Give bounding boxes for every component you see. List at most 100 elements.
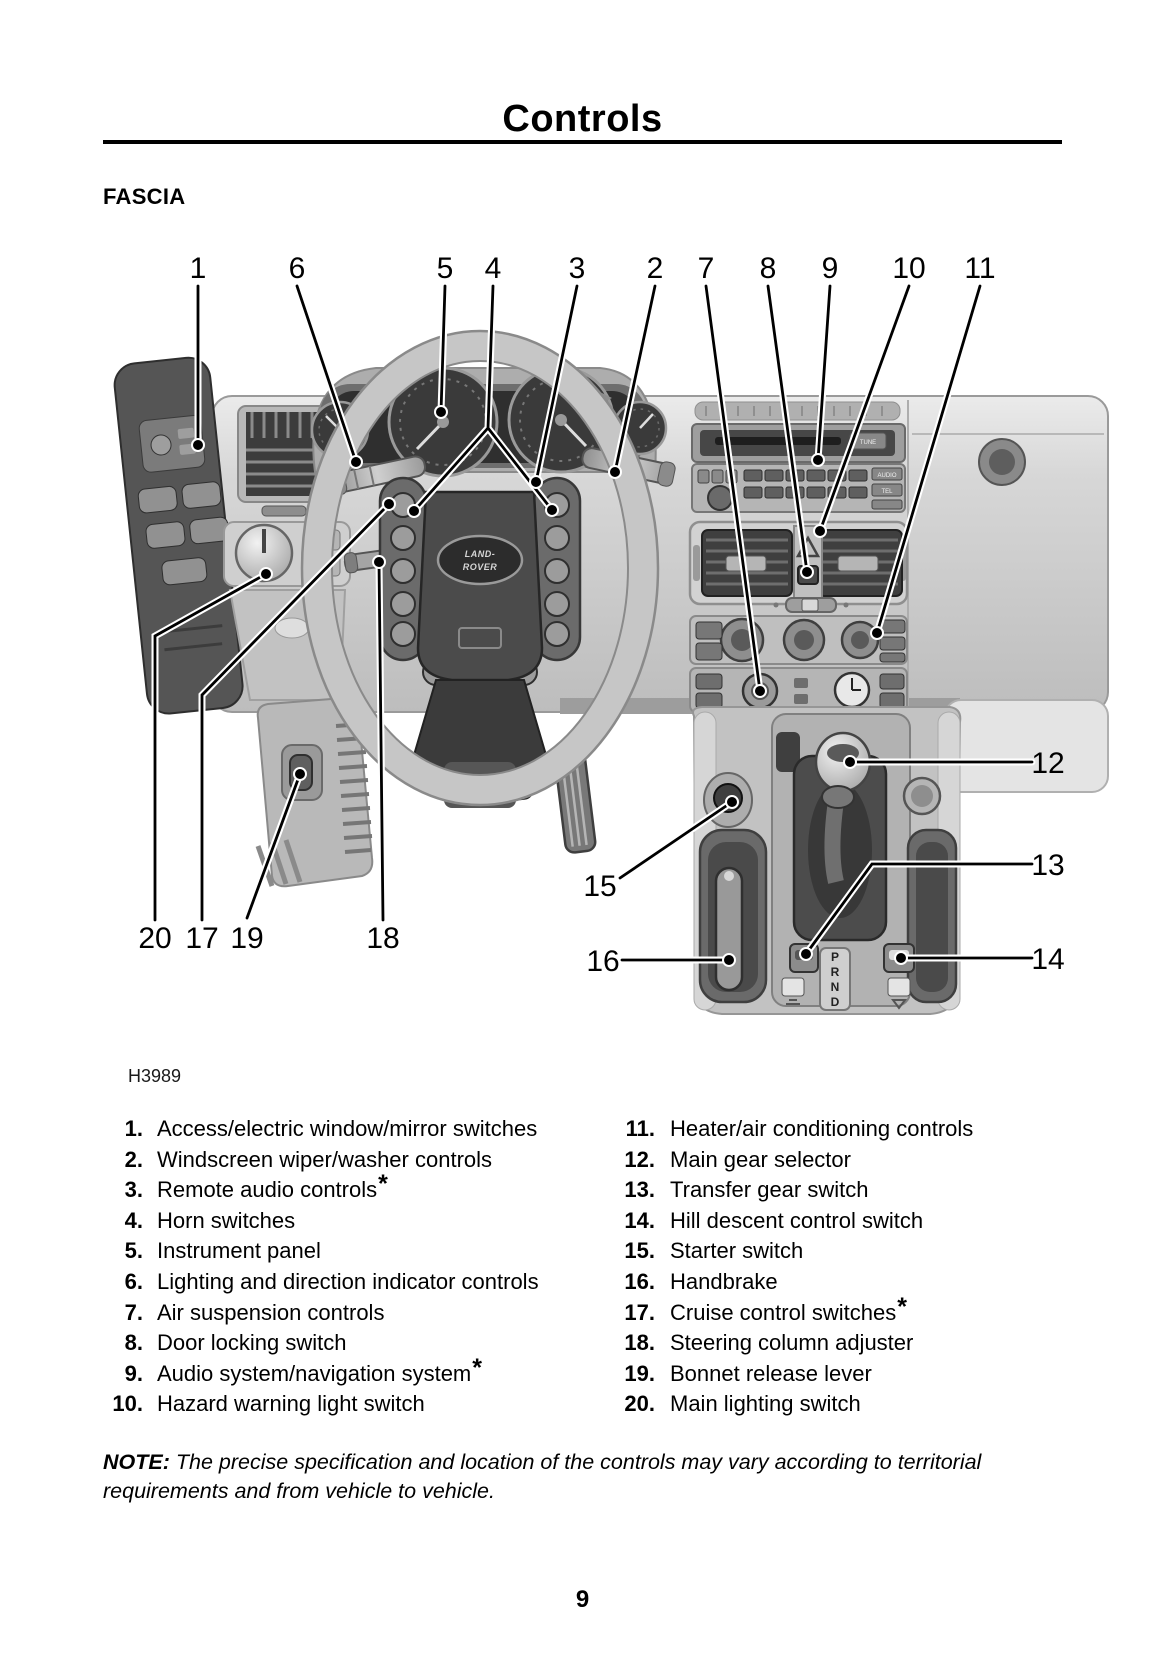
- knee-panel: [944, 699, 1109, 793]
- gear-letter-r: R: [831, 965, 840, 979]
- callout-18: 18: [366, 922, 399, 955]
- defrost-grille: [694, 401, 901, 421]
- callout-16: 16: [586, 945, 619, 978]
- gear-letter-n: N: [831, 980, 840, 994]
- brand-text-bottom: ROVER: [463, 562, 498, 572]
- legend-item-number: 2.: [124, 1146, 143, 1172]
- legend-item-number: 3.: [124, 1177, 143, 1203]
- note-body: The precise specification and location o…: [103, 1450, 982, 1503]
- legend-item-number: 6.: [124, 1268, 143, 1294]
- callout-15: 15: [583, 870, 616, 903]
- legend-item-label: Starter switch: [670, 1238, 804, 1264]
- legend-item: 1.Access/electric window/mirror switches: [95, 1114, 595, 1145]
- cd-slot: [715, 437, 841, 445]
- climate-controls: [689, 615, 908, 665]
- legend-item-number: 16.: [624, 1268, 655, 1294]
- gear-letter-d: D: [831, 995, 840, 1009]
- legend-item: 5. Instrument panel: [95, 1236, 595, 1267]
- land-rover-badge: [436, 534, 524, 586]
- callout-6: 6: [289, 252, 306, 285]
- centre-vents: [688, 520, 909, 613]
- legend-item: 12. Main gear selector: [608, 1145, 1128, 1176]
- legend-item: 16. Handbrake: [608, 1267, 1128, 1298]
- volume-knob: [707, 485, 733, 511]
- legend-item: 17.Cruise control switches*: [608, 1292, 1128, 1329]
- climate-knobs: [719, 617, 880, 663]
- legend-item: 15. Starter switch: [608, 1236, 1128, 1267]
- audio-unit: AUDIO TEL: [691, 463, 906, 513]
- legend-item-number: 14.: [624, 1207, 655, 1233]
- legend-item-label: Lighting and direction indicator control…: [157, 1268, 539, 1294]
- legend-item-label: Heater/air conditioning controls: [670, 1116, 974, 1141]
- legend-item-number: 10.: [112, 1391, 143, 1417]
- tel-button-label: TEL: [881, 489, 893, 495]
- legend-item-label: Transfer gear switch: [670, 1177, 869, 1203]
- callout-5: 5: [437, 252, 454, 285]
- legend-item-number: 15.: [624, 1238, 655, 1264]
- legend-item-number: 5.: [124, 1238, 143, 1264]
- legend-item-label: Cruise control switches*: [670, 1292, 907, 1325]
- callout-17: 17: [185, 922, 218, 955]
- bonnet-release-console: [255, 696, 374, 888]
- callout-10: 10: [892, 252, 925, 285]
- legend-item-number: 19.: [624, 1360, 655, 1386]
- legend-item-label: Windscreen wiper/washer controls: [157, 1146, 493, 1172]
- vent-right: [817, 529, 903, 597]
- callout-numbers: 1 6 5 4 3 2 7 8 9 10 11 12 13 14 15 16 2…: [138, 252, 1064, 978]
- vent-left: [701, 529, 793, 597]
- callout-2: 2: [647, 252, 664, 285]
- legend-item-label: Instrument panel: [157, 1238, 321, 1264]
- legend-item: 20. Main lighting switch: [608, 1389, 1128, 1420]
- handbrake-grip: [714, 866, 744, 992]
- legend-item-number: 1.: [124, 1116, 143, 1141]
- legend-item-number: 7.: [124, 1299, 143, 1325]
- legend-item-label: Remote audio controls*: [157, 1170, 388, 1203]
- callout-9: 9: [822, 252, 839, 285]
- gear-letter-p: P: [831, 950, 839, 964]
- callout-3: 3: [569, 252, 586, 285]
- note-prefix: NOTE:: [103, 1450, 170, 1474]
- tune-button-label: TUNE: [860, 440, 876, 446]
- legend-item: 4. Horn switches: [95, 1206, 595, 1237]
- callout-leader-lines: [151, 282, 1036, 967]
- legend-item-label: Main gear selector: [670, 1146, 851, 1172]
- legend-item-label: Handbrake: [670, 1268, 778, 1294]
- legend-item: 9. Audio system/navigation system*: [95, 1353, 595, 1390]
- legend-item-number: 12.: [624, 1146, 655, 1172]
- legend-item-number: 20.: [624, 1391, 655, 1417]
- callout-8: 8: [760, 252, 777, 285]
- callout-13: 13: [1031, 849, 1064, 882]
- legend-item-label: Main lighting switch: [670, 1391, 861, 1417]
- legend-item: 18.Steering column adjuster: [608, 1328, 1128, 1359]
- legend-item-label: Hazard warning light switch: [157, 1391, 425, 1417]
- legend-item-label: Air suspension controls: [157, 1299, 385, 1325]
- legend-item-label: Steering column adjuster: [670, 1330, 914, 1356]
- callout-14: 14: [1031, 943, 1064, 976]
- legend-item: 13.Transfer gear switch: [608, 1175, 1128, 1206]
- legend-column-left: 1.Access/electric window/mirror switches…: [95, 1114, 595, 1420]
- wheel-spoke-pod-left: [378, 476, 428, 662]
- callout-11: 11: [964, 252, 995, 285]
- legend-item: 2. Windscreen wiper/washer controls: [95, 1145, 595, 1176]
- page-number: 9: [575, 1586, 590, 1613]
- audio-button-label: AUDIO: [877, 473, 896, 479]
- warning-triangle-icon: [891, 999, 907, 1010]
- legend-item: 14. Hill descent control switch: [608, 1206, 1128, 1237]
- legend-item: 6. Lighting and direction indicator contr…: [95, 1267, 595, 1298]
- legend-item-number: 9.: [124, 1360, 143, 1386]
- callout-1: 1: [190, 252, 207, 285]
- legend-item-label: Horn switches: [157, 1207, 296, 1233]
- legend-item-number: 8.: [124, 1330, 143, 1356]
- legend-item: 8.Door locking switch: [95, 1328, 595, 1359]
- fascia-diagram: LAND- ROVER: [113, 252, 1109, 1015]
- legend-item: 19.Bonnet release lever: [608, 1359, 1128, 1390]
- wheel-center-pad: LAND- ROVER: [416, 490, 544, 682]
- callout-12: 12: [1031, 747, 1064, 780]
- callout-19: 19: [230, 922, 263, 955]
- legend-item-label: Audio system/navigation system*: [157, 1353, 482, 1386]
- steering-wheel: LAND- ROVER: [300, 329, 660, 808]
- legend-item-label: Hill descent control switch: [670, 1207, 924, 1233]
- legend-item-number: 4.: [124, 1207, 143, 1233]
- air-suspension-panel: [689, 667, 908, 713]
